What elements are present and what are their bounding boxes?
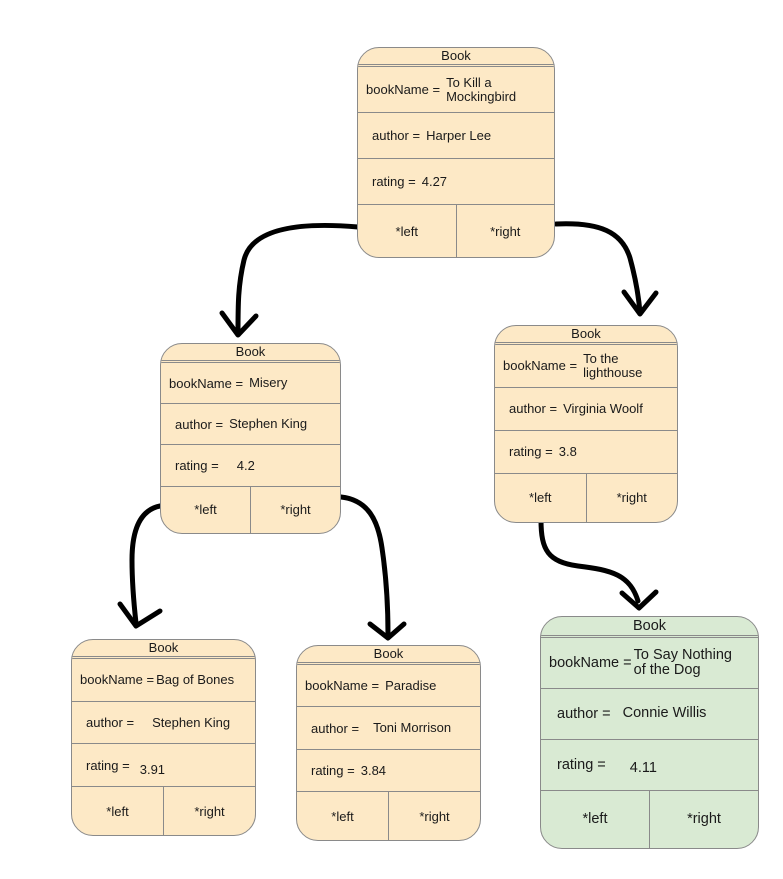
edge-lighthouse-left-head	[619, 589, 659, 611]
edge-root-left-head	[219, 310, 259, 338]
book-name-label: bookName =	[503, 358, 578, 374]
rating-row: rating = 4.27	[358, 159, 554, 206]
pointer-row: *left *right	[358, 205, 554, 257]
edge-misery-left	[129, 503, 163, 626]
book-name-row: bookName = Bag of Bones	[72, 659, 255, 702]
node-title: Book	[541, 617, 758, 638]
book-name-label: bookName =	[549, 654, 632, 671]
node-title: Book	[297, 646, 480, 665]
right-pointer: *right	[649, 790, 758, 848]
author-row: author = Connie Willis	[541, 689, 758, 740]
author-label: author =	[509, 401, 558, 417]
author-label: author =	[175, 416, 224, 432]
book-name-value: Misery	[249, 375, 288, 391]
pointer-row: *left *right	[161, 486, 340, 533]
book-name-label: bookName =	[366, 82, 441, 98]
right-pointer: *right	[163, 787, 255, 835]
book-name-value: To the lighthouse	[583, 350, 643, 380]
author-label: author =	[86, 715, 135, 731]
right-pointer: *right	[388, 792, 480, 840]
rating-value: 4.11	[629, 760, 657, 777]
left-pointer: *left	[395, 223, 418, 239]
left-pointer: *left	[194, 502, 217, 518]
node-left-child: Book bookName = Misery author = Stephen …	[160, 343, 341, 534]
pointer-row: *left *right	[541, 790, 758, 848]
pointer-row: *left *right	[72, 787, 255, 835]
rating-label: rating =	[175, 458, 219, 474]
rating-row: rating = 3.91	[72, 744, 255, 788]
rating-row: rating = 4.2	[161, 445, 340, 487]
author-label: author =	[372, 128, 421, 144]
rating-label: rating =	[86, 757, 130, 773]
left-pointer: *left	[106, 803, 129, 819]
author-value: Connie Willis	[622, 705, 707, 722]
book-name-row: bookName = Paradise	[297, 665, 480, 708]
author-value: Stephen King	[152, 714, 231, 730]
right-pointer: *right	[250, 486, 340, 533]
edge-misery-left-head	[117, 601, 163, 629]
book-name-value: To Say Nothing of the Dog	[633, 646, 732, 678]
author-label: author =	[557, 705, 611, 722]
rating-value: 3.91	[139, 762, 166, 778]
book-name-row: bookName = To Say Nothing of the Dog	[541, 638, 758, 689]
pointer-row: *left *right	[297, 792, 480, 840]
book-name-value: To Kill a Mockingbird	[446, 74, 517, 104]
rating-value: 3.8	[558, 443, 577, 459]
node-title: Book	[72, 640, 255, 659]
right-pointer: *right	[585, 473, 678, 522]
node-title: Book	[358, 48, 554, 67]
left-pointer: *left	[331, 808, 354, 824]
left-pointer: *left	[529, 490, 552, 506]
edge-misery-right-head	[367, 621, 407, 641]
book-name-label: bookName =	[305, 678, 380, 694]
rating-value: 3.84	[360, 762, 387, 778]
author-row: author = Toni Morrison	[297, 707, 480, 750]
book-name-row: bookName = To the lighthouse	[495, 345, 677, 388]
book-name-label: bookName =	[169, 375, 244, 391]
node-right-left: Book bookName = To Say Nothing of the Do…	[540, 616, 759, 849]
left-pointer: *left	[582, 811, 608, 828]
node-title: Book	[495, 326, 677, 345]
author-row: author = Stephen King	[161, 404, 340, 446]
node-root: Book bookName = To Kill a Mockingbird au…	[357, 47, 555, 258]
author-label: author =	[311, 720, 360, 736]
node-right-child: Book bookName = To the lighthouse author…	[494, 325, 678, 523]
edge-lighthouse-left	[538, 517, 641, 604]
author-row: author = Virginia Woolf	[495, 388, 677, 431]
rating-value: 4.2	[236, 457, 255, 473]
pointer-row: *left *right	[495, 473, 678, 522]
edge-root-left	[235, 222, 361, 336]
book-name-value: Paradise	[385, 677, 437, 693]
book-name-label: bookName =	[80, 672, 155, 688]
rating-row: rating = 4.11	[541, 740, 758, 791]
author-value: Virginia Woolf	[563, 400, 643, 416]
author-value: Harper Lee	[426, 127, 492, 143]
node-title: Book	[161, 344, 340, 363]
book-name-row: bookName = Misery	[161, 363, 340, 405]
author-value: Stephen King	[229, 416, 308, 432]
rating-label: rating =	[372, 174, 416, 190]
book-name-value: Bag of Bones	[156, 671, 235, 687]
rating-row: rating = 3.8	[495, 431, 677, 474]
author-row: author = Stephen King	[72, 702, 255, 745]
edge-misery-right	[338, 494, 391, 637]
edge-root-right	[553, 221, 643, 316]
rating-label: rating =	[557, 756, 606, 773]
rating-row: rating = 3.84	[297, 750, 480, 793]
book-name-row: bookName = To Kill a Mockingbird	[358, 67, 554, 114]
node-left-right: Book bookName = Paradise author = Toni M…	[296, 645, 481, 841]
rating-label: rating =	[311, 763, 355, 779]
right-pointer: *right	[455, 205, 555, 257]
edge-root-right-head	[621, 289, 659, 317]
author-row: author = Harper Lee	[358, 113, 554, 160]
rating-label: rating =	[509, 444, 553, 460]
node-left-left: Book bookName = Bag of Bones author = St…	[71, 639, 256, 836]
author-value: Toni Morrison	[373, 720, 452, 736]
rating-value: 4.27	[421, 173, 448, 189]
